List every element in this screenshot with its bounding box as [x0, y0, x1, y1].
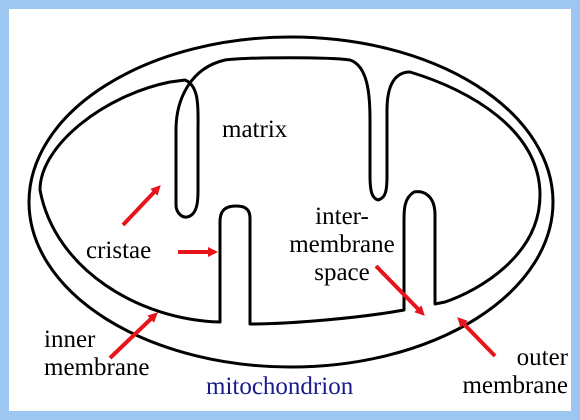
inner-membrane-label-line2: membrane: [44, 354, 150, 382]
intermembrane-label-line1: inter-: [282, 203, 402, 231]
inner-membrane-label: inner membrane: [44, 326, 150, 382]
intermembrane-label-line2: membrane: [282, 231, 402, 259]
cristae-label: cristae: [86, 237, 151, 265]
intermembrane-label-line3: space: [282, 259, 402, 287]
outer-membrane-label: outer membrane: [440, 344, 568, 400]
outer-membrane-label-line1: outer: [440, 344, 568, 372]
intermembrane-label: inter- membrane space: [282, 203, 402, 287]
outer-membrane: [29, 37, 553, 367]
matrix-label: matrix: [222, 116, 287, 144]
diagram-title: mitochondrion: [206, 373, 353, 401]
outer-membrane-label-line2: membrane: [440, 372, 568, 400]
cristae-arrow-upper: [123, 188, 158, 225]
inner-membrane-label-line1: inner: [44, 326, 150, 354]
